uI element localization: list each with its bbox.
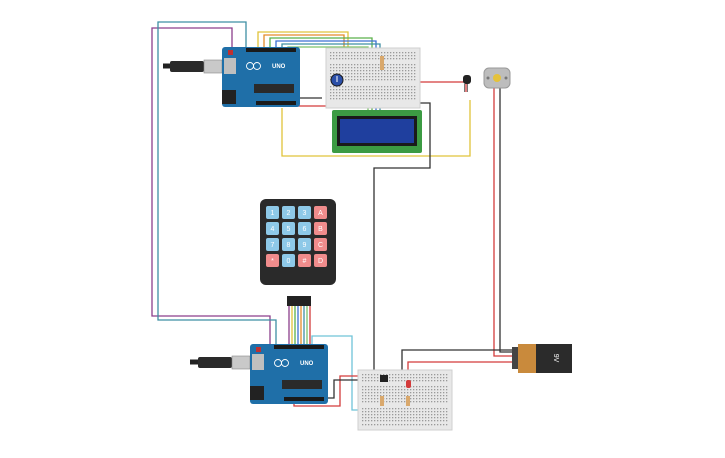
resistor-bottom-1[interactable]	[380, 396, 384, 406]
wire-teal-loop[interactable]	[157, 21, 277, 344]
keypad-key-A[interactable]: A	[314, 206, 327, 219]
battery-label: 9V	[552, 354, 559, 363]
keypad-key-label: 0	[287, 258, 291, 265]
keypad-key-label: 9	[303, 242, 307, 249]
breadboard-bottom[interactable]	[357, 369, 453, 431]
keypad-key-1[interactable]: 1	[266, 206, 279, 219]
keypad-key-label: 1	[271, 210, 275, 217]
arduino-top-brand: UNO	[272, 64, 286, 70]
lcd-display[interactable]	[332, 110, 422, 153]
battery-terminals	[512, 347, 518, 369]
usb-connector-top	[203, 59, 223, 74]
keypad-key-7[interactable]: 7	[266, 238, 279, 251]
usb-connector-bottom	[231, 355, 251, 370]
breadboard-top[interactable]	[325, 47, 421, 109]
resistor-top[interactable]	[380, 56, 384, 70]
keypad-key-2[interactable]: 2	[282, 206, 295, 219]
usb-plug-top	[170, 61, 204, 72]
resistor-bottom-2[interactable]	[406, 396, 410, 406]
battery-body	[536, 344, 572, 373]
keypad-key-label: 4	[271, 226, 275, 233]
arduino-top-reset-button[interactable]	[228, 50, 233, 55]
keypad-key-label: *	[271, 258, 274, 265]
usb-plug-bottom	[198, 357, 232, 368]
keypad-key-D[interactable]: D	[314, 254, 327, 267]
arduino-bottom-chip	[282, 380, 322, 389]
keypad-key-4[interactable]: 4	[266, 222, 279, 235]
temperature-sensor[interactable]	[463, 75, 471, 92]
battery-9v[interactable]: 9V	[512, 344, 572, 373]
wire-red-battery[interactable]	[493, 84, 512, 357]
dc-motor-shaft	[493, 74, 501, 82]
keypad-keys: 1 2 3 A 4 5 6 B 7 8 9 C * 0 # D	[266, 206, 327, 267]
keypad-key-3[interactable]: 3	[298, 206, 311, 219]
led-red-bottom[interactable]	[406, 380, 411, 388]
keypad-key-label: B	[318, 226, 323, 233]
keypad-key-label: 2	[287, 210, 291, 217]
transistor-bottom[interactable]	[380, 375, 388, 382]
breadboard-top-holes	[330, 52, 416, 100]
arduino-bottom[interactable]: UNO	[190, 344, 328, 404]
arduino-bottom-brand: UNO	[300, 361, 314, 367]
keypad-key-label: C	[318, 242, 323, 249]
dc-motor[interactable]	[483, 67, 511, 89]
arduino-top-power-jack	[222, 90, 236, 104]
lcd-screen	[340, 119, 414, 143]
keypad-key-0[interactable]: 0	[282, 254, 295, 267]
keypad[interactable]: 1 2 3 A 4 5 6 B 7 8 9 C * 0 # D	[260, 199, 336, 306]
keypad-key-label: 5	[287, 226, 291, 233]
keypad-key-label: A	[318, 210, 323, 217]
arduino-bottom-power-jack	[250, 386, 264, 400]
keypad-key-label: 6	[303, 226, 307, 233]
arduino-bottom-reset-button[interactable]	[256, 347, 261, 352]
keypad-key-label: 3	[303, 210, 307, 217]
keypad-key-B[interactable]: B	[314, 222, 327, 235]
arduino-top-usb-port	[224, 58, 236, 74]
wire-black-battery[interactable]	[499, 84, 512, 353]
wire-yellow-lcd-loop[interactable]	[281, 100, 471, 157]
keypad-key-label: #	[303, 258, 307, 265]
arduino-bottom-header-power	[284, 397, 324, 401]
keypad-key-C[interactable]: C	[314, 238, 327, 251]
battery-cap	[518, 344, 536, 373]
keypad-key-5[interactable]: 5	[282, 222, 295, 235]
arduino-bottom-usb-port	[252, 354, 264, 370]
arduino-top-header-power	[256, 101, 296, 105]
wire-black-long[interactable]	[373, 102, 431, 378]
keypad-key-*[interactable]: *	[266, 254, 279, 267]
keypad-key-label: 8	[287, 242, 291, 249]
keypad-connector	[287, 296, 311, 306]
keypad-key-9[interactable]: 9	[298, 238, 311, 251]
keypad-key-#[interactable]: #	[298, 254, 311, 267]
wire-purple-loop[interactable]	[151, 27, 271, 344]
keypad-key-label: D	[318, 258, 323, 265]
arduino-top-chip	[254, 84, 294, 93]
arduino-top[interactable]: UNO	[163, 47, 300, 107]
keypad-key-8[interactable]: 8	[282, 238, 295, 251]
arduino-top-header-digital	[246, 48, 296, 52]
keypad-key-label: 7	[271, 242, 275, 249]
arduino-bottom-header-digital	[274, 345, 324, 349]
wire-red-sensor[interactable]	[420, 81, 467, 92]
keypad-key-6[interactable]: 6	[298, 222, 311, 235]
